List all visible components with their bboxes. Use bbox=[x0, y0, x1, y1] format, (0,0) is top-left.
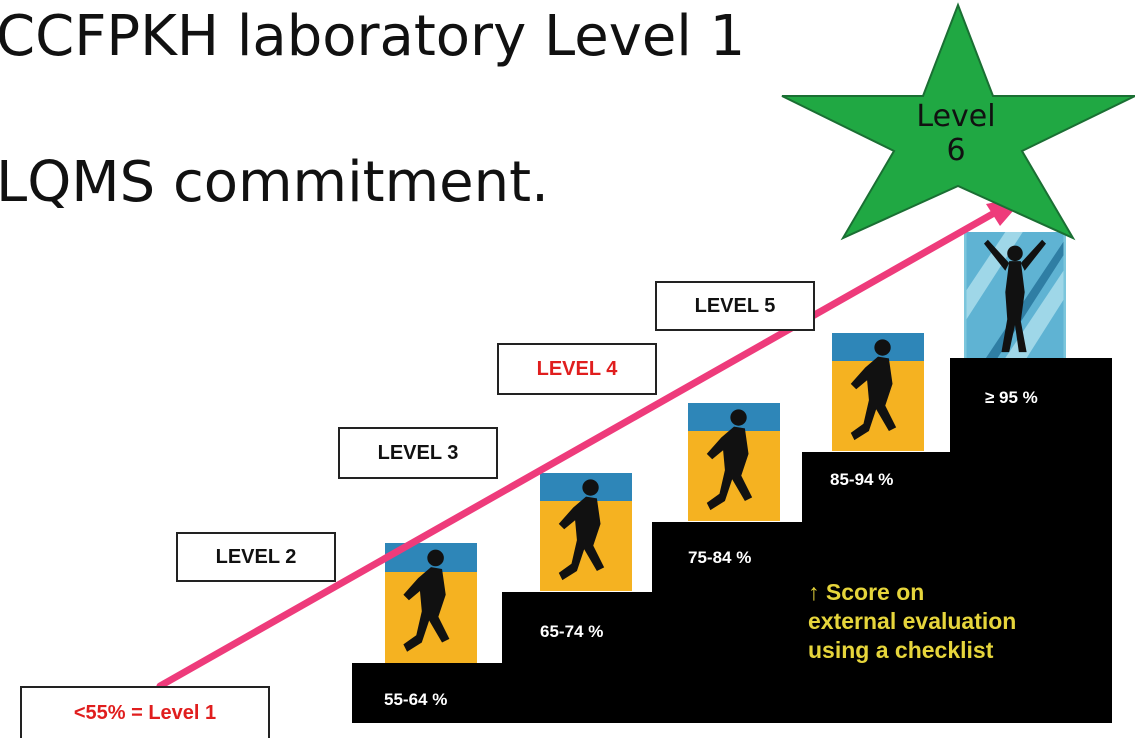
level-1-box: <55% = Level 1 bbox=[20, 686, 270, 738]
step-label-2: 65-74 % bbox=[540, 622, 604, 641]
score-note-line-3: using a checklist bbox=[808, 637, 994, 663]
step-label-1: 55-64 % bbox=[384, 690, 448, 709]
level-2-label: LEVEL 2 bbox=[215, 545, 297, 568]
level-1-label: <55% = Level 1 bbox=[73, 701, 217, 724]
runner-icon bbox=[850, 339, 897, 441]
step-label-5: ≥ 95 % bbox=[985, 388, 1038, 407]
level-3-box: LEVEL 3 bbox=[338, 427, 498, 479]
stair-step-1 bbox=[352, 663, 1112, 723]
level-6-line-1: Level bbox=[916, 99, 996, 134]
level-6-line-2: 6 bbox=[946, 133, 966, 168]
level-3-label: LEVEL 3 bbox=[377, 441, 459, 464]
level-4-box: LEVEL 4 bbox=[497, 343, 657, 395]
runner-icon bbox=[706, 409, 753, 511]
level-2-box: LEVEL 2 bbox=[176, 532, 336, 582]
score-note: ↑ Score on external evaluation using a c… bbox=[808, 578, 1016, 665]
runner-image-2 bbox=[540, 473, 632, 591]
runner-image-3 bbox=[688, 403, 780, 521]
title-line-1: CCFPKH laboratory Level 1 bbox=[0, 4, 746, 69]
score-note-line-1: ↑ Score on bbox=[808, 579, 925, 605]
score-note-line-2: external evaluation bbox=[808, 608, 1017, 634]
level-6-label: Level 6 bbox=[916, 100, 996, 168]
stair-step-4 bbox=[802, 452, 1112, 532]
level-5-box: LEVEL 5 bbox=[655, 281, 815, 331]
title-line-2: LQMS commitment. bbox=[0, 150, 549, 215]
runner-image-4 bbox=[832, 333, 924, 451]
stair-step-5 bbox=[950, 358, 1112, 458]
runner-image-winner bbox=[964, 232, 1066, 358]
step-label-3: 75-84 % bbox=[688, 548, 752, 567]
runner-icon bbox=[558, 479, 605, 581]
runner-icon bbox=[403, 549, 450, 652]
runner-image-1 bbox=[385, 543, 477, 663]
step-label-4: 85-94 % bbox=[830, 470, 894, 489]
level-5-label: LEVEL 5 bbox=[694, 294, 776, 317]
winner-icon bbox=[966, 232, 1064, 358]
level-4-label: LEVEL 4 bbox=[536, 357, 618, 380]
